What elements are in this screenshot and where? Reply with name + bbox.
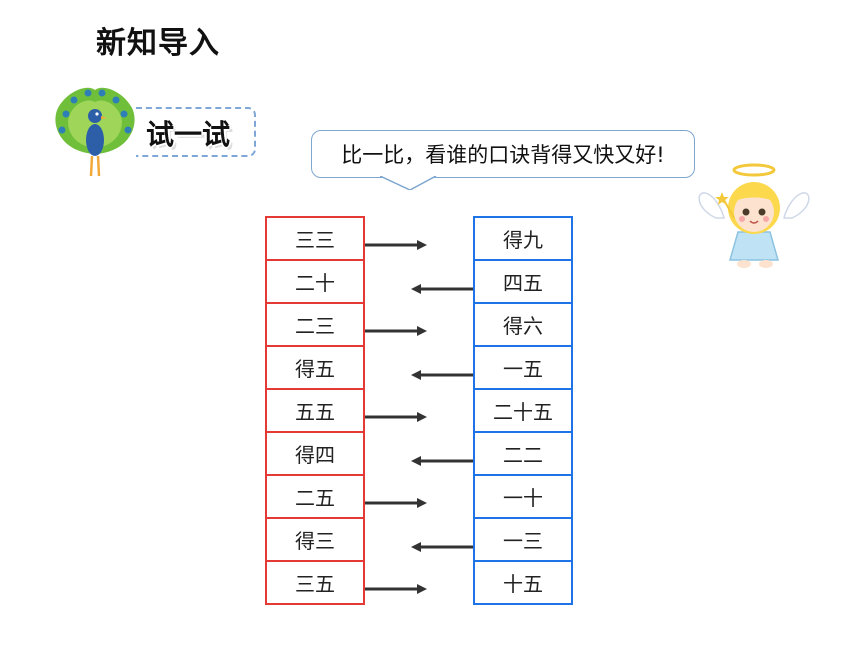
peacock-icon	[55, 87, 135, 177]
right-cell: 二二	[475, 433, 571, 476]
right-cell: 一五	[475, 347, 571, 390]
speech-bubble: 比一比，看谁的口诀背得又快又好!	[311, 130, 695, 178]
left-cell: 二五	[267, 476, 363, 519]
left-column: 三三二十二三得五五五得四二五得三三五	[265, 216, 365, 605]
left-cell: 得五	[267, 347, 363, 390]
page-title: 新知导入	[96, 26, 220, 61]
right-cell: 得六	[475, 304, 571, 347]
right-cell: 十五	[475, 562, 571, 605]
left-cell: 得三	[267, 519, 363, 562]
arrow-right	[365, 498, 427, 508]
speech-bubble-tail	[380, 176, 437, 190]
right-column: 得九四五得六一五二十五二二一十一三十五	[473, 216, 573, 605]
right-cell: 一三	[475, 519, 571, 562]
arrow-right	[365, 326, 427, 336]
right-cell: 四五	[475, 261, 571, 304]
left-cell: 五五	[267, 390, 363, 433]
left-cell: 得四	[267, 433, 363, 476]
arrow-left	[411, 370, 473, 380]
section-tag-label: 试一试	[146, 118, 231, 151]
right-cell: 二十五	[475, 390, 571, 433]
arrow-right	[365, 240, 427, 250]
left-cell: 三三	[267, 218, 363, 261]
arrow-left	[411, 542, 473, 552]
arrow-right	[365, 412, 427, 422]
speech-bubble-text: 比一比，看谁的口诀背得又快又好!	[341, 143, 665, 167]
right-cell: 一十	[475, 476, 571, 519]
angel-icon	[698, 163, 810, 268]
arrow-left	[411, 284, 473, 294]
arrow-connectors	[365, 240, 473, 594]
left-cell: 二十	[267, 261, 363, 304]
arrow-left	[411, 456, 473, 466]
arrow-right	[365, 584, 427, 594]
left-cell: 二三	[267, 304, 363, 347]
left-cell: 三五	[267, 562, 363, 605]
section-tag-frame	[136, 107, 256, 157]
right-cell: 得九	[475, 218, 571, 261]
